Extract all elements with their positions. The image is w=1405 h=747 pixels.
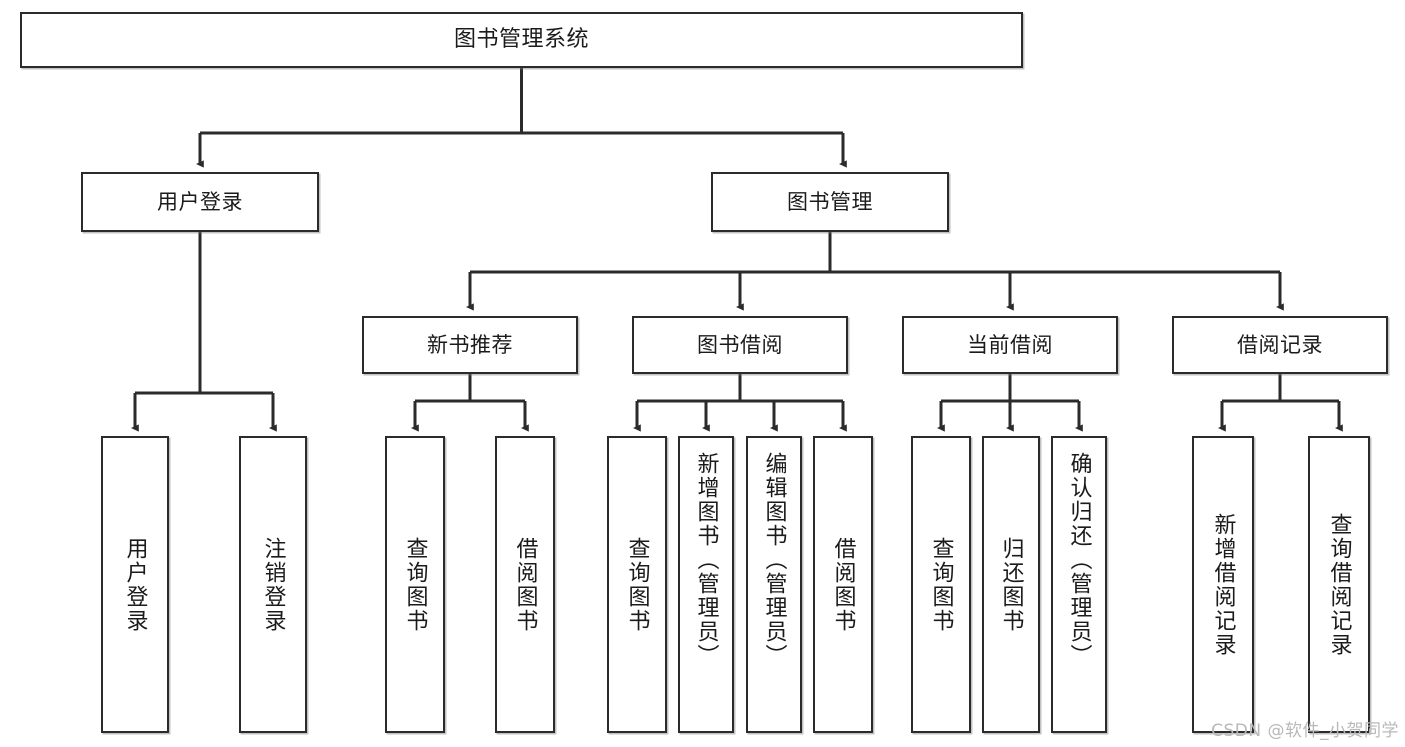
node-label: 编辑图书（管理员）: [761, 452, 787, 668]
node-user-login[interactable]: 用户登录: [81, 172, 319, 232]
node-leaf-borrow-book-rec[interactable]: 借阅图书: [495, 436, 555, 733]
node-label: 图书管理: [787, 189, 873, 214]
node-leaf-return-book[interactable]: 归还图书: [982, 436, 1040, 733]
node-label: 当前借阅: [967, 332, 1053, 357]
node-leaf-logout-login[interactable]: 注销登录: [239, 436, 307, 733]
node-borrow-record[interactable]: 借阅记录: [1172, 316, 1388, 374]
node-label: 图书借阅: [697, 332, 783, 357]
node-leaf-query-book-rec[interactable]: 查询图书: [385, 436, 445, 733]
node-label: 用户登录: [157, 189, 243, 214]
node-leaf-add-book-admin[interactable]: 新增图书（管理员）: [678, 436, 734, 733]
node-label: 新增借阅记录: [1210, 512, 1236, 657]
node-label: 图书管理系统: [453, 27, 589, 53]
node-leaf-confirm-return-admin[interactable]: 确认归还（管理员）: [1051, 436, 1107, 733]
node-label: 用户登录: [122, 536, 148, 633]
node-leaf-edit-book-admin[interactable]: 编辑图书（管理员）: [746, 436, 802, 733]
node-book-management-system[interactable]: 图书管理系统: [20, 12, 1023, 68]
node-leaf-user-login[interactable]: 用户登录: [101, 436, 169, 733]
node-leaf-query-book-current[interactable]: 查询图书: [911, 436, 971, 733]
node-label: 注销登录: [260, 536, 286, 633]
node-label: 查询图书: [402, 536, 428, 633]
watermark-text: CSDN @软件_小贺同学: [1211, 721, 1399, 741]
node-leaf-add-borrow-record[interactable]: 新增借阅记录: [1192, 436, 1254, 733]
node-label: 查询图书: [624, 536, 650, 633]
node-label: 查询借阅记录: [1326, 512, 1352, 657]
node-label: 确认归还（管理员）: [1066, 452, 1092, 668]
node-leaf-borrow-book[interactable]: 借阅图书: [813, 436, 873, 733]
node-label: 新增图书（管理员）: [693, 452, 719, 668]
node-book-manage[interactable]: 图书管理: [711, 172, 949, 232]
node-label: 借阅记录: [1237, 332, 1323, 357]
node-new-book-recommend[interactable]: 新书推荐: [362, 316, 578, 374]
node-leaf-query-book-borrow[interactable]: 查询图书: [607, 436, 667, 733]
node-label: 新书推荐: [427, 332, 513, 357]
node-leaf-query-borrow-record[interactable]: 查询借阅记录: [1308, 436, 1370, 733]
node-label: 借阅图书: [830, 536, 856, 633]
node-book-borrow[interactable]: 图书借阅: [632, 316, 848, 374]
node-label: 借阅图书: [512, 536, 538, 633]
node-current-borrow[interactable]: 当前借阅: [902, 316, 1118, 374]
node-label: 查询图书: [928, 536, 954, 633]
node-label: 归还图书: [998, 536, 1024, 633]
